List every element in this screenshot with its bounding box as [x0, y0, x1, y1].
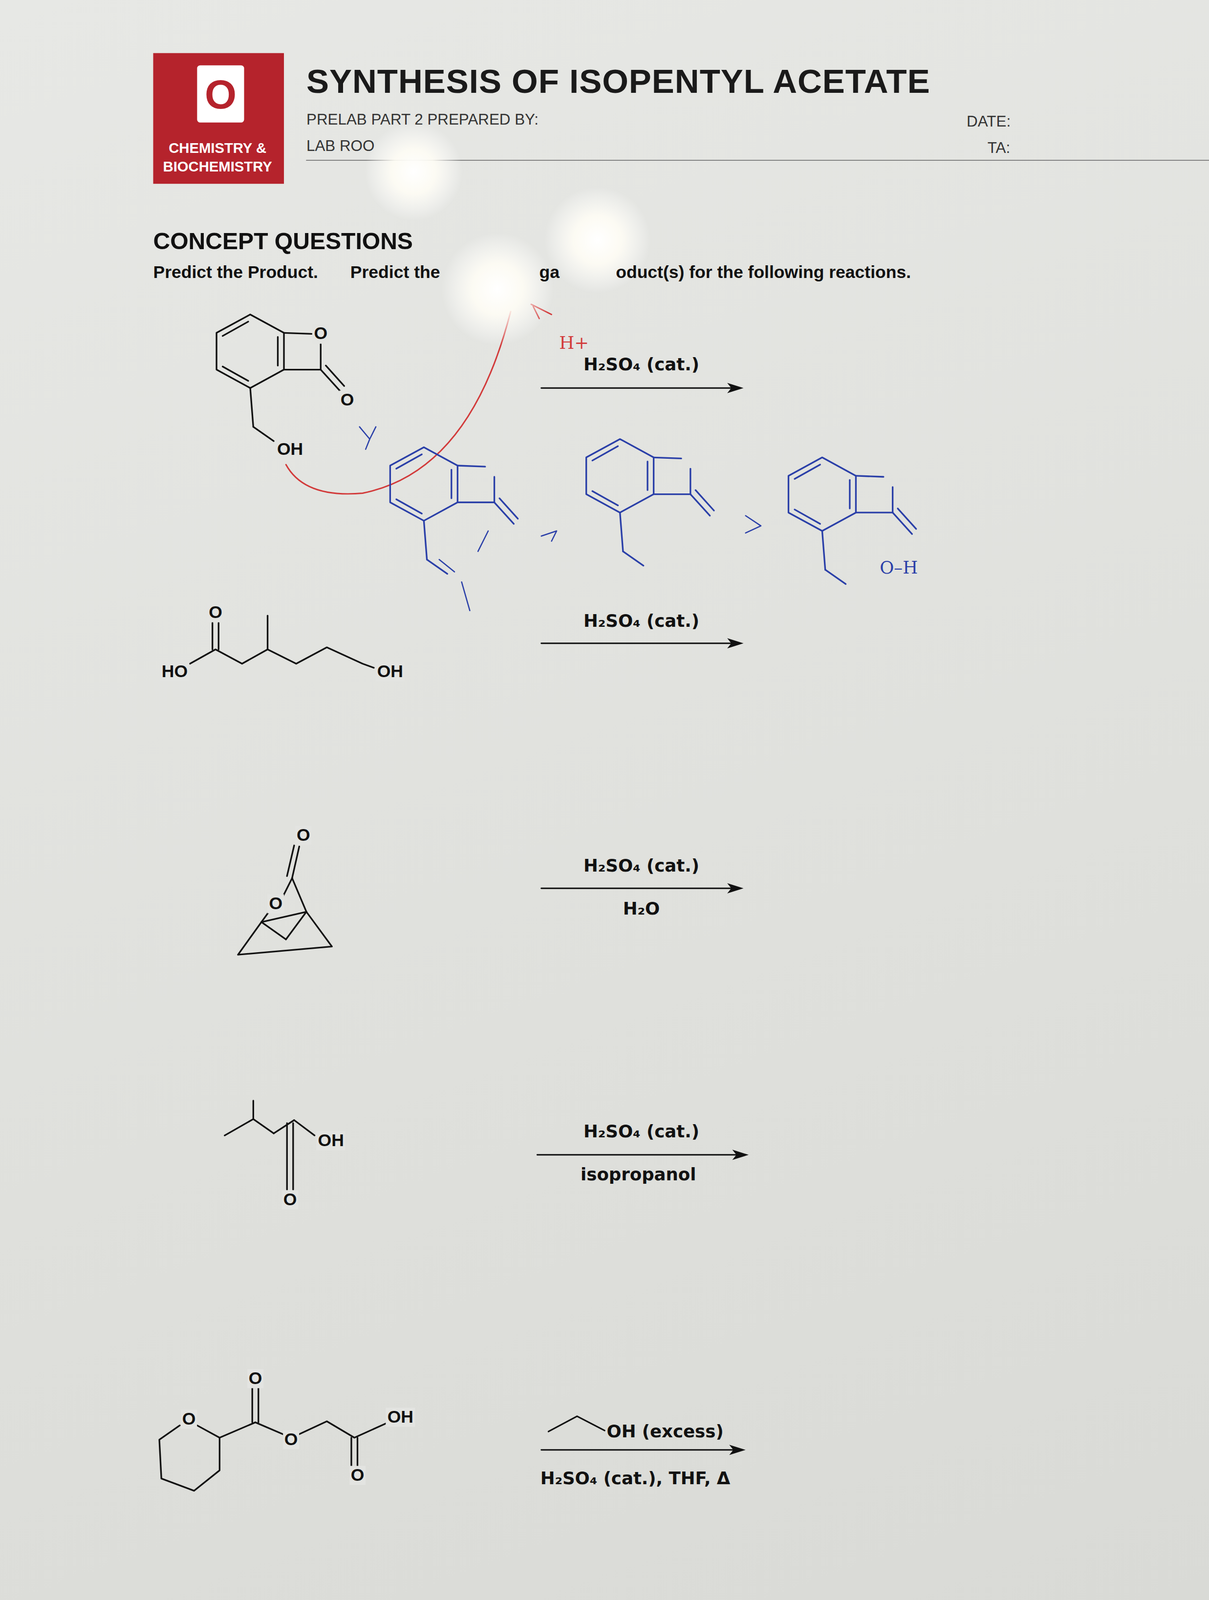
- atom-label: O: [247, 1369, 264, 1389]
- header-label: oduct(s) for the following reactions.: [615, 262, 911, 282]
- atom-label: O: [267, 894, 284, 914]
- reaction-arrow: [537, 388, 739, 1451]
- atom-label: O: [349, 1466, 367, 1486]
- reagent-label: OH (excess): [606, 1422, 724, 1442]
- atom-label: O: [281, 1190, 299, 1210]
- atom-label: OH: [375, 662, 405, 682]
- handwritten-sketch: [389, 439, 916, 611]
- atom-label: O: [312, 324, 329, 344]
- reagent-label: H+: [559, 333, 589, 353]
- header-label: LAB ROO: [306, 137, 375, 155]
- header-label: CONCEPT QUESTIONS: [153, 228, 413, 255]
- acid-alcohol-structure: [190, 615, 374, 669]
- reagent-label: H₂SO₄ (cat.): [583, 355, 700, 375]
- reagent-label: H₂O: [623, 899, 660, 919]
- atom-label: OH: [316, 1131, 346, 1151]
- bicyclic-lactone-structure: [237, 845, 332, 956]
- lactone-structure: [216, 314, 345, 442]
- reagent-label: H₂SO₄ (cat.), THF, Δ: [540, 1469, 731, 1489]
- isobutyric-acid-structure: [224, 1101, 315, 1190]
- reagent-label: H₂SO₄ (cat.): [583, 611, 700, 631]
- reagent-label: H₂SO₄ (cat.): [583, 1122, 700, 1142]
- atom-label: O: [207, 603, 224, 623]
- header-label: PRELAB PART 2 PREPARED BY:: [306, 110, 539, 128]
- header-label: ga: [539, 262, 560, 282]
- logo-tile: [196, 65, 244, 123]
- header-label: TA:: [987, 139, 1011, 157]
- logo-panel: [153, 53, 285, 185]
- header-label: DATE:: [966, 112, 1011, 130]
- atom-label: HO: [160, 662, 190, 682]
- header-label: O: [204, 72, 237, 118]
- reagent-label: isopropanol: [580, 1165, 696, 1185]
- reagent-label: O–H: [879, 558, 918, 578]
- atom-label: OH: [275, 439, 305, 459]
- header-label: Predict the Product.: [153, 262, 319, 282]
- reagent-label: H₂SO₄ (cat.): [583, 856, 700, 876]
- atom-label: O: [282, 1430, 300, 1450]
- header-label: CHEMISTRY &: [168, 140, 267, 156]
- header-label: Predict the: [350, 262, 441, 282]
- page-title: SYNTHESIS OF ISOPENTYL ACETATE: [306, 63, 931, 101]
- atom-label: O: [295, 825, 312, 845]
- atom-label: OH: [386, 1407, 415, 1427]
- handwritten-mark: [359, 427, 376, 450]
- header-label: BIOCHEMISTRY: [163, 158, 273, 175]
- atom-label: O: [339, 390, 356, 411]
- thp-ester-structure: [159, 1386, 387, 1491]
- atom-label: O: [180, 1410, 198, 1430]
